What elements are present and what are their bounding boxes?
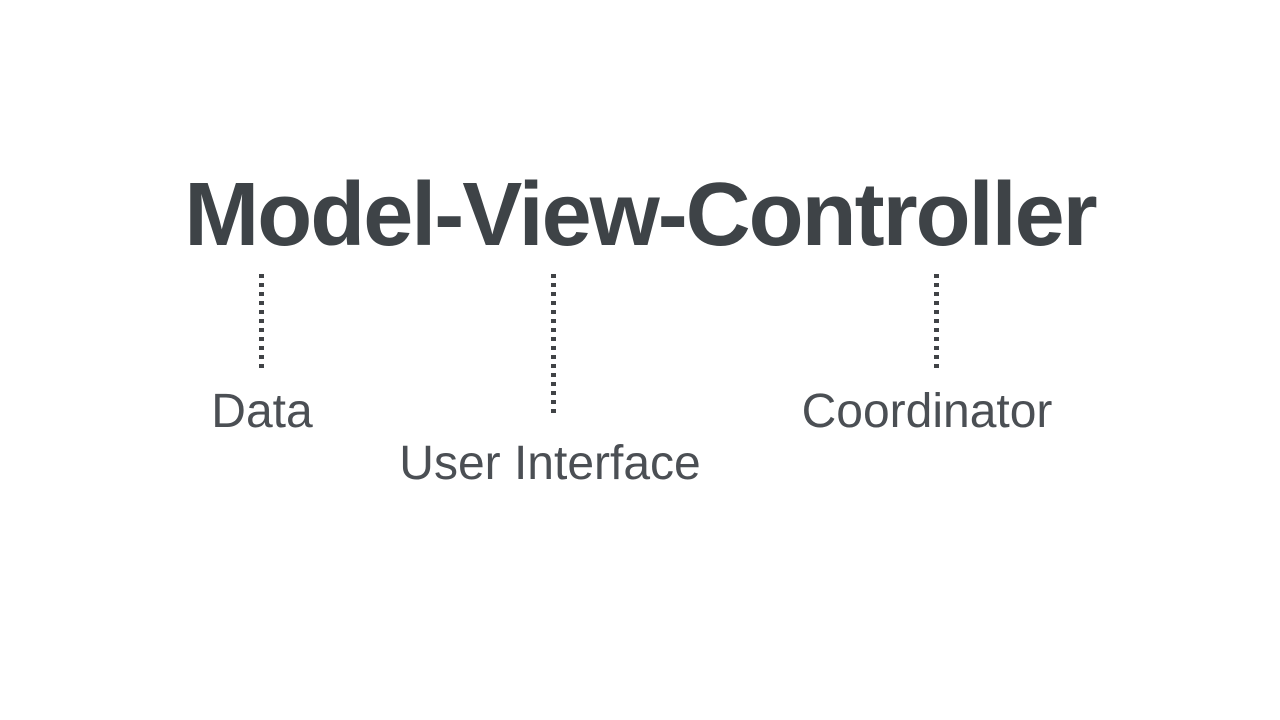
dotted-connector-model [259, 274, 264, 368]
annotation-label-coordinator: Coordinator [801, 385, 1053, 438]
dotted-connector-view [551, 274, 556, 418]
diagram-title: Model-View-Controller [184, 165, 1097, 265]
annotation-label-user-interface: User Interface [399, 437, 701, 490]
annotation-label-data: Data [211, 385, 313, 438]
dotted-connector-controller [934, 274, 939, 368]
